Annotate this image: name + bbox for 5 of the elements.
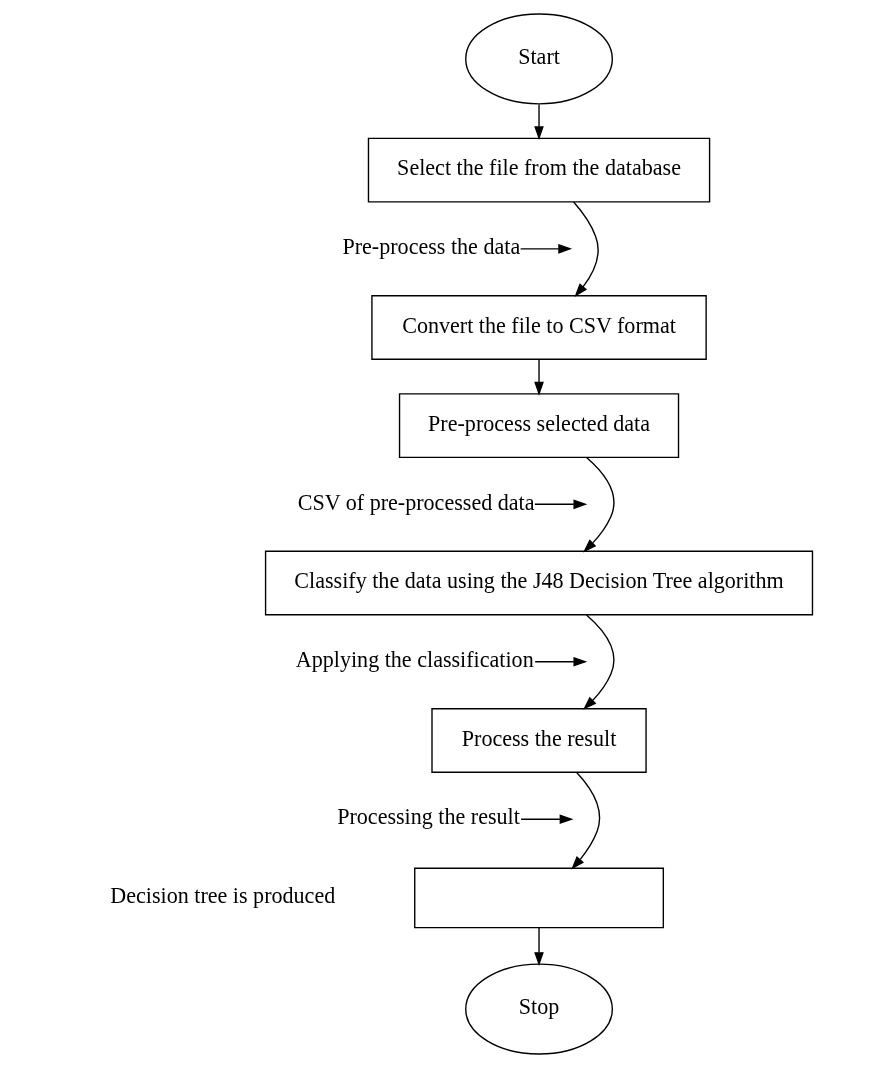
- node-text: Applying the classification: [295, 647, 534, 672]
- node-text: Processing the result: [337, 804, 520, 830]
- node-text: Pre-process the data: [342, 234, 521, 260]
- node-label: Decision tree is produced: [110, 883, 336, 909]
- node-text: CSV of pre-processed data: [297, 489, 535, 515]
